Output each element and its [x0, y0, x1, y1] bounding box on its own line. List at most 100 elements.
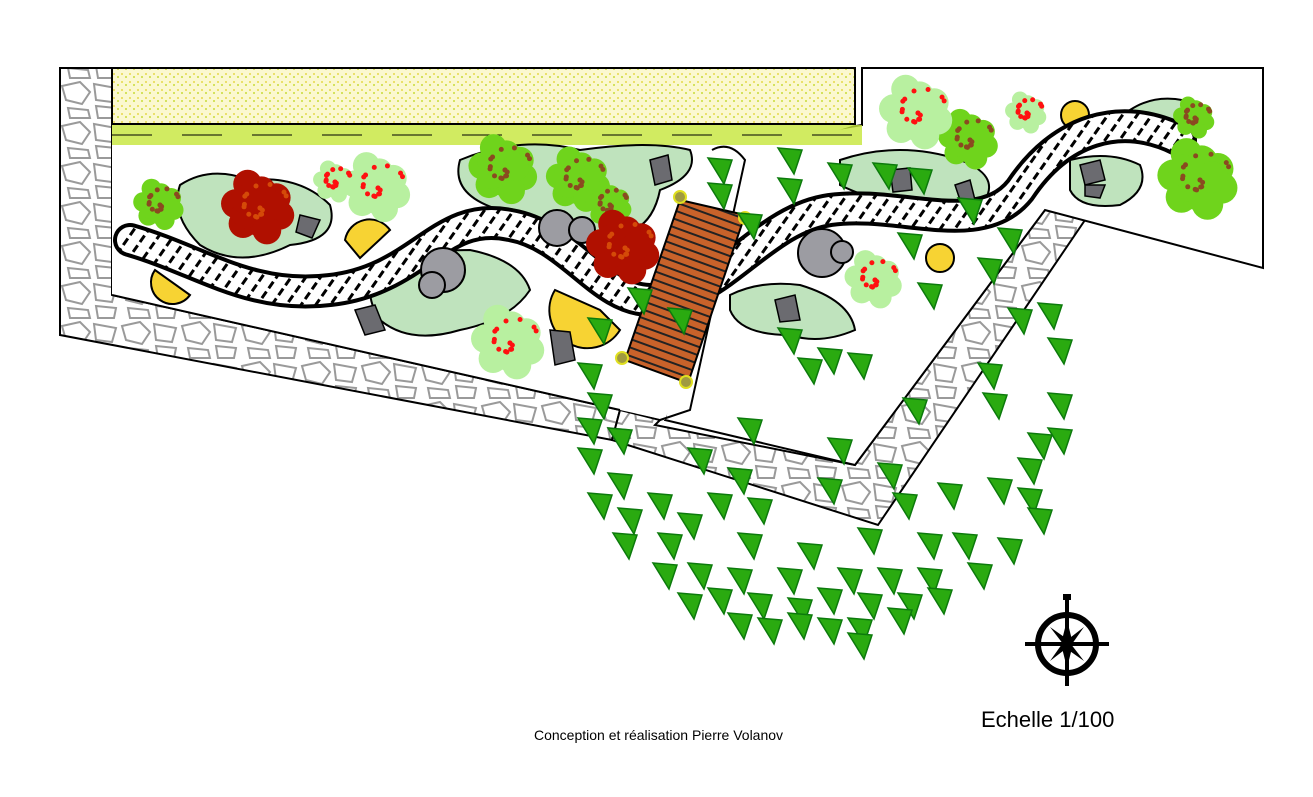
plant-symbol — [1016, 487, 1044, 516]
plant-symbol — [876, 462, 904, 491]
plant-symbol — [916, 567, 944, 596]
shrub — [938, 108, 998, 170]
plant-symbol — [901, 397, 929, 426]
plant-symbol — [726, 567, 754, 596]
plant-symbol — [816, 617, 844, 646]
plant-symbol — [776, 147, 804, 176]
plant-symbol — [986, 477, 1014, 506]
plant-symbol — [826, 162, 854, 191]
plant-symbol — [916, 532, 944, 561]
plant-symbol — [746, 592, 774, 621]
plant-symbol — [686, 562, 714, 591]
plant-symbol — [616, 507, 644, 536]
plant-symbol — [606, 472, 634, 501]
plant-symbol — [846, 632, 874, 661]
plant-symbol — [706, 587, 734, 616]
plant-symbol — [706, 182, 734, 211]
plant-symbol — [686, 447, 714, 476]
credit-text: Conception et réalisation Pierre Volanov — [534, 727, 784, 743]
plant-symbol — [846, 352, 874, 381]
plant-symbol — [836, 567, 864, 596]
flowering-shrub — [471, 304, 545, 380]
plant-symbol — [626, 287, 654, 316]
plant-symbol — [776, 567, 804, 596]
plant-symbol — [816, 477, 844, 506]
plant-symbol — [981, 392, 1009, 421]
plant-symbol — [891, 492, 919, 521]
plant-symbol — [966, 562, 994, 591]
plant-symbol — [1026, 507, 1054, 536]
flowering-shrub — [1005, 91, 1047, 134]
plant-symbol — [586, 492, 614, 521]
compass-rose-icon — [1025, 594, 1109, 686]
rocks — [295, 154, 1107, 366]
plant-symbol — [736, 532, 764, 561]
ground-cover-plants — [576, 147, 1074, 661]
plant-symbol — [1046, 427, 1074, 456]
flowering-shrub — [844, 250, 902, 309]
shrub — [133, 178, 184, 231]
plant-symbol — [1026, 432, 1054, 461]
plant-symbol — [576, 447, 604, 476]
plant-symbol — [871, 162, 899, 191]
plant-symbol — [576, 362, 604, 391]
shrub — [1157, 138, 1238, 220]
plant-symbol — [996, 537, 1024, 566]
plant-symbol — [796, 357, 824, 386]
shrubs — [133, 74, 1238, 380]
plant-symbol — [726, 612, 754, 641]
flowering-shrub — [313, 160, 355, 203]
plant-symbol — [646, 492, 674, 521]
plant-symbol — [736, 212, 764, 241]
plant-symbol — [1046, 392, 1074, 421]
plant-symbol — [746, 497, 774, 526]
plant-symbol — [706, 157, 734, 186]
shrub — [545, 146, 610, 212]
plant-symbol — [586, 392, 614, 421]
plant-symbol — [651, 562, 679, 591]
plant-symbol — [606, 427, 634, 456]
plant-symbol — [826, 437, 854, 466]
plant-symbol — [776, 327, 804, 356]
plant-symbol — [976, 362, 1004, 391]
plant-symbol — [876, 567, 904, 596]
plant-symbol — [896, 592, 924, 621]
plant-symbol — [656, 532, 684, 561]
plant-symbol — [816, 587, 844, 616]
plant-symbol — [1046, 337, 1074, 366]
shrub — [468, 134, 538, 205]
plant-symbol — [906, 167, 934, 196]
plant-symbol — [856, 527, 884, 556]
shrub — [1173, 96, 1215, 139]
plant-symbol — [796, 542, 824, 571]
plant-symbol — [786, 612, 814, 641]
plant-symbol — [756, 617, 784, 646]
plant-symbol — [1016, 457, 1044, 486]
autumn-shrub — [221, 169, 295, 245]
plant-symbol — [956, 197, 984, 226]
plant-symbol — [916, 282, 944, 311]
plant-symbol — [676, 592, 704, 621]
plant-symbol — [896, 232, 924, 261]
plant-symbol — [726, 467, 754, 496]
plant-symbol — [951, 532, 979, 561]
plant-symbol — [996, 227, 1024, 256]
scale-label: Echelle 1/100 — [981, 707, 1115, 732]
plant-symbol — [976, 257, 1004, 286]
plant-symbol — [586, 317, 614, 346]
plant-symbol — [816, 347, 844, 376]
plant-symbol — [1036, 302, 1064, 331]
plant-symbol — [776, 177, 804, 206]
plant-symbol — [886, 607, 914, 636]
plant-symbol — [666, 307, 694, 336]
plant-symbol — [676, 512, 704, 541]
plant-symbol — [736, 417, 764, 446]
flowering-shrub — [341, 152, 411, 223]
plant-symbol — [706, 492, 734, 521]
plant-symbol — [936, 482, 964, 511]
plant-symbol — [576, 417, 604, 446]
lawn — [111, 67, 862, 145]
boulders — [418, 209, 854, 299]
autumn-shrub — [586, 209, 660, 285]
